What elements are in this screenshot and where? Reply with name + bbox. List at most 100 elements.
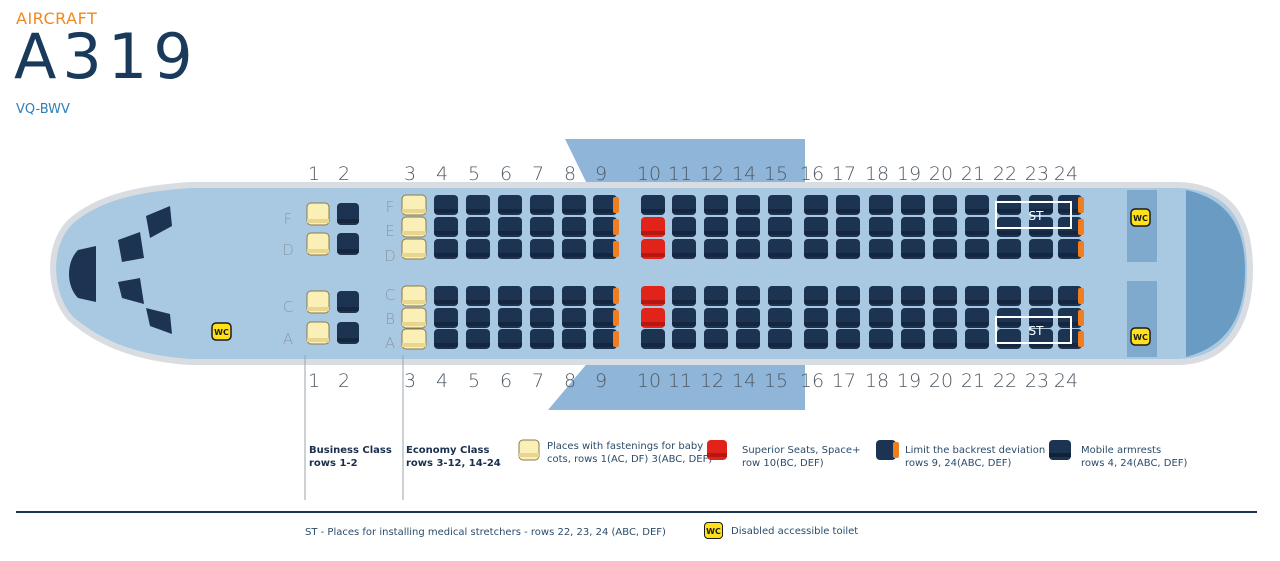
row-number-bottom-6: 6 [500,370,512,392]
seat-row-3-B [401,307,427,329]
legend-backrest-seat-icon [876,440,899,460]
economy-letter-A: A [385,334,395,352]
row-number-bottom-1: 1 [308,370,320,392]
row-number-bottom-2: 2 [338,370,350,392]
svg-text:WC: WC [1133,214,1148,223]
row-number-top-9: 9 [595,163,607,185]
seat-row-5-B [466,308,490,328]
seat-row-19-C [901,286,925,306]
cockpit-window-4 [146,308,172,334]
stretcher-zone-bottom: ST [995,316,1072,344]
seat-row-8-B [562,308,586,328]
seat-row-10-D [641,239,665,259]
legend-baby-seat-icon [518,439,540,461]
row-number-top-3: 3 [404,163,416,185]
legend-armrests-seat-icon [1049,440,1071,460]
seat-row-22-D [997,239,1021,259]
legend-backrest-line2: rows 9, 24(ABC, DEF) [905,458,1012,469]
seat-row-5-C [466,286,490,306]
seat-row-17-E [836,217,860,237]
seat-row-5-F [466,195,490,215]
row-number-top-19: 19 [897,163,921,185]
footer-divider [16,511,1257,513]
seat-row-18-E [869,217,893,237]
legend-superior-line1: Superior Seats, Space+ [742,445,861,456]
seat-row-6-B [498,308,522,328]
seat-row-10-E [641,217,665,237]
seat-row-20-D [933,239,957,259]
seat-row-21-A [965,329,989,349]
seat-row-7-D [530,239,554,259]
legend-baby-line1: Places with fastenings for baby [547,441,704,452]
seat-row-20-F [933,195,957,215]
seat-row-12-F [704,195,728,215]
seat-row-7-F [530,195,554,215]
svg-text:WC: WC [1133,333,1148,342]
aircraft-label: AIRCRAFT [16,9,98,28]
footer-wc-icon: WC [704,522,723,539]
row-number-bottom-20: 20 [929,370,953,392]
seat-row-20-E [933,217,957,237]
seat-row-3-D [401,238,427,260]
seat-row-6-A [498,329,522,349]
seat-row-14-E [736,217,760,237]
seat-row-10-C [641,286,665,306]
row-number-bottom-5: 5 [468,370,480,392]
seat-row-18-A [869,329,893,349]
seat-row-15-C [768,286,792,306]
seat-row-10-B [641,308,665,328]
wc-note: Disabled accessible toilet [731,526,859,537]
seat-row-5-E [466,217,490,237]
seat-row-15-B [768,308,792,328]
seat-row-8-E [562,217,586,237]
row-number-bottom-19: 19 [897,370,921,392]
seat-row-8-C [562,286,586,306]
legend-armrests-line1: Mobile armrests [1081,445,1162,456]
seat-row-17-C [836,286,860,306]
seat-row-11-A [672,329,696,349]
row-number-top-14: 14 [732,163,756,185]
seat-row-11-E [672,217,696,237]
seat-row-21-F [965,195,989,215]
row-number-top-10: 10 [637,163,661,185]
seat-row-12-B [704,308,728,328]
row-number-top-12: 12 [700,163,724,185]
seat-row-23-D [1029,239,1053,259]
seat-row-16-B [804,308,828,328]
seat-row-9-C [593,286,619,306]
seat-row-11-B [672,308,696,328]
seat-row-23-C [1029,286,1053,306]
aircraft-registration: VQ-BWV [16,102,70,117]
seat-row-3-A [401,328,427,350]
row-number-bottom-14: 14 [732,370,756,392]
seat-row-14-C [736,286,760,306]
economy-class-rows: rows 3-12, 14-24 [406,458,501,469]
seat-row-23-F [1029,195,1053,215]
seat-row-19-A [901,329,925,349]
row-number-bottom-22: 22 [993,370,1017,392]
row-number-top-7: 7 [532,163,544,185]
economy-letter-F: F [386,198,395,216]
row-number-top-11: 11 [668,163,692,185]
economy-class-title: Economy Class [406,445,490,456]
row-number-top-22: 22 [993,163,1017,185]
row-number-bottom-24: 24 [1054,370,1078,392]
row-number-bottom-7: 7 [532,370,544,392]
economy-letter-E: E [385,222,394,240]
seat-row-12-C [704,286,728,306]
seat-row-17-F [836,195,860,215]
row-number-top-17: 17 [832,163,856,185]
cockpit-window-2 [118,232,144,262]
seat-row-15-F [768,195,792,215]
seat-row-12-D [704,239,728,259]
seat-row-6-D [498,239,522,259]
row-number-bottom-9: 9 [595,370,607,392]
seat-row-1-A [306,321,330,345]
seat-row-20-A [933,329,957,349]
seat-row-4-B [434,308,458,328]
economy-letter-C: C [385,286,395,304]
row-number-bottom-3: 3 [404,370,416,392]
nose-cone [69,246,96,302]
seat-row-7-A [530,329,554,349]
